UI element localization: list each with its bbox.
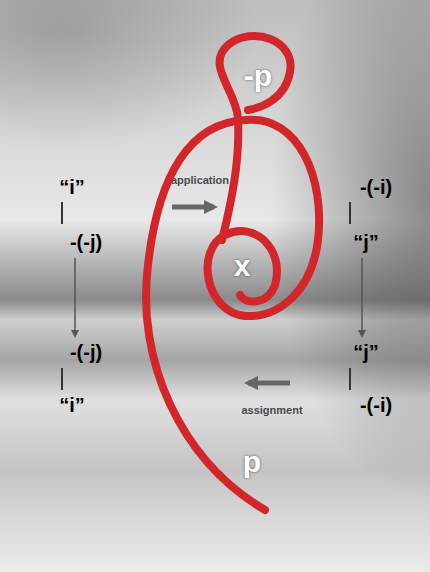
curve-label: p xyxy=(243,447,261,477)
quoted-term: “i” xyxy=(59,177,85,197)
red-loop xyxy=(220,36,291,240)
down-arrow xyxy=(361,258,363,336)
bar-line xyxy=(349,368,351,390)
application-arrow xyxy=(172,205,214,210)
arrow-label: assignment xyxy=(241,405,302,416)
bar-line xyxy=(349,202,351,224)
quoted-term: “j” xyxy=(353,232,379,252)
curve-label: x xyxy=(234,251,251,281)
negated-term: -(-i) xyxy=(360,177,392,197)
quoted-term: “j” xyxy=(353,342,379,362)
negated-term: -(-j) xyxy=(70,342,102,362)
bar-line xyxy=(61,202,63,224)
negated-term: -(-i) xyxy=(360,395,392,415)
bar-line xyxy=(61,368,63,390)
quoted-term: “i” xyxy=(59,395,85,415)
down-arrow xyxy=(74,258,76,336)
assignment-arrow xyxy=(248,381,290,386)
negated-term: -(-j) xyxy=(70,232,102,252)
curve-label: -p xyxy=(244,61,272,91)
arrow-label: application xyxy=(171,175,229,186)
